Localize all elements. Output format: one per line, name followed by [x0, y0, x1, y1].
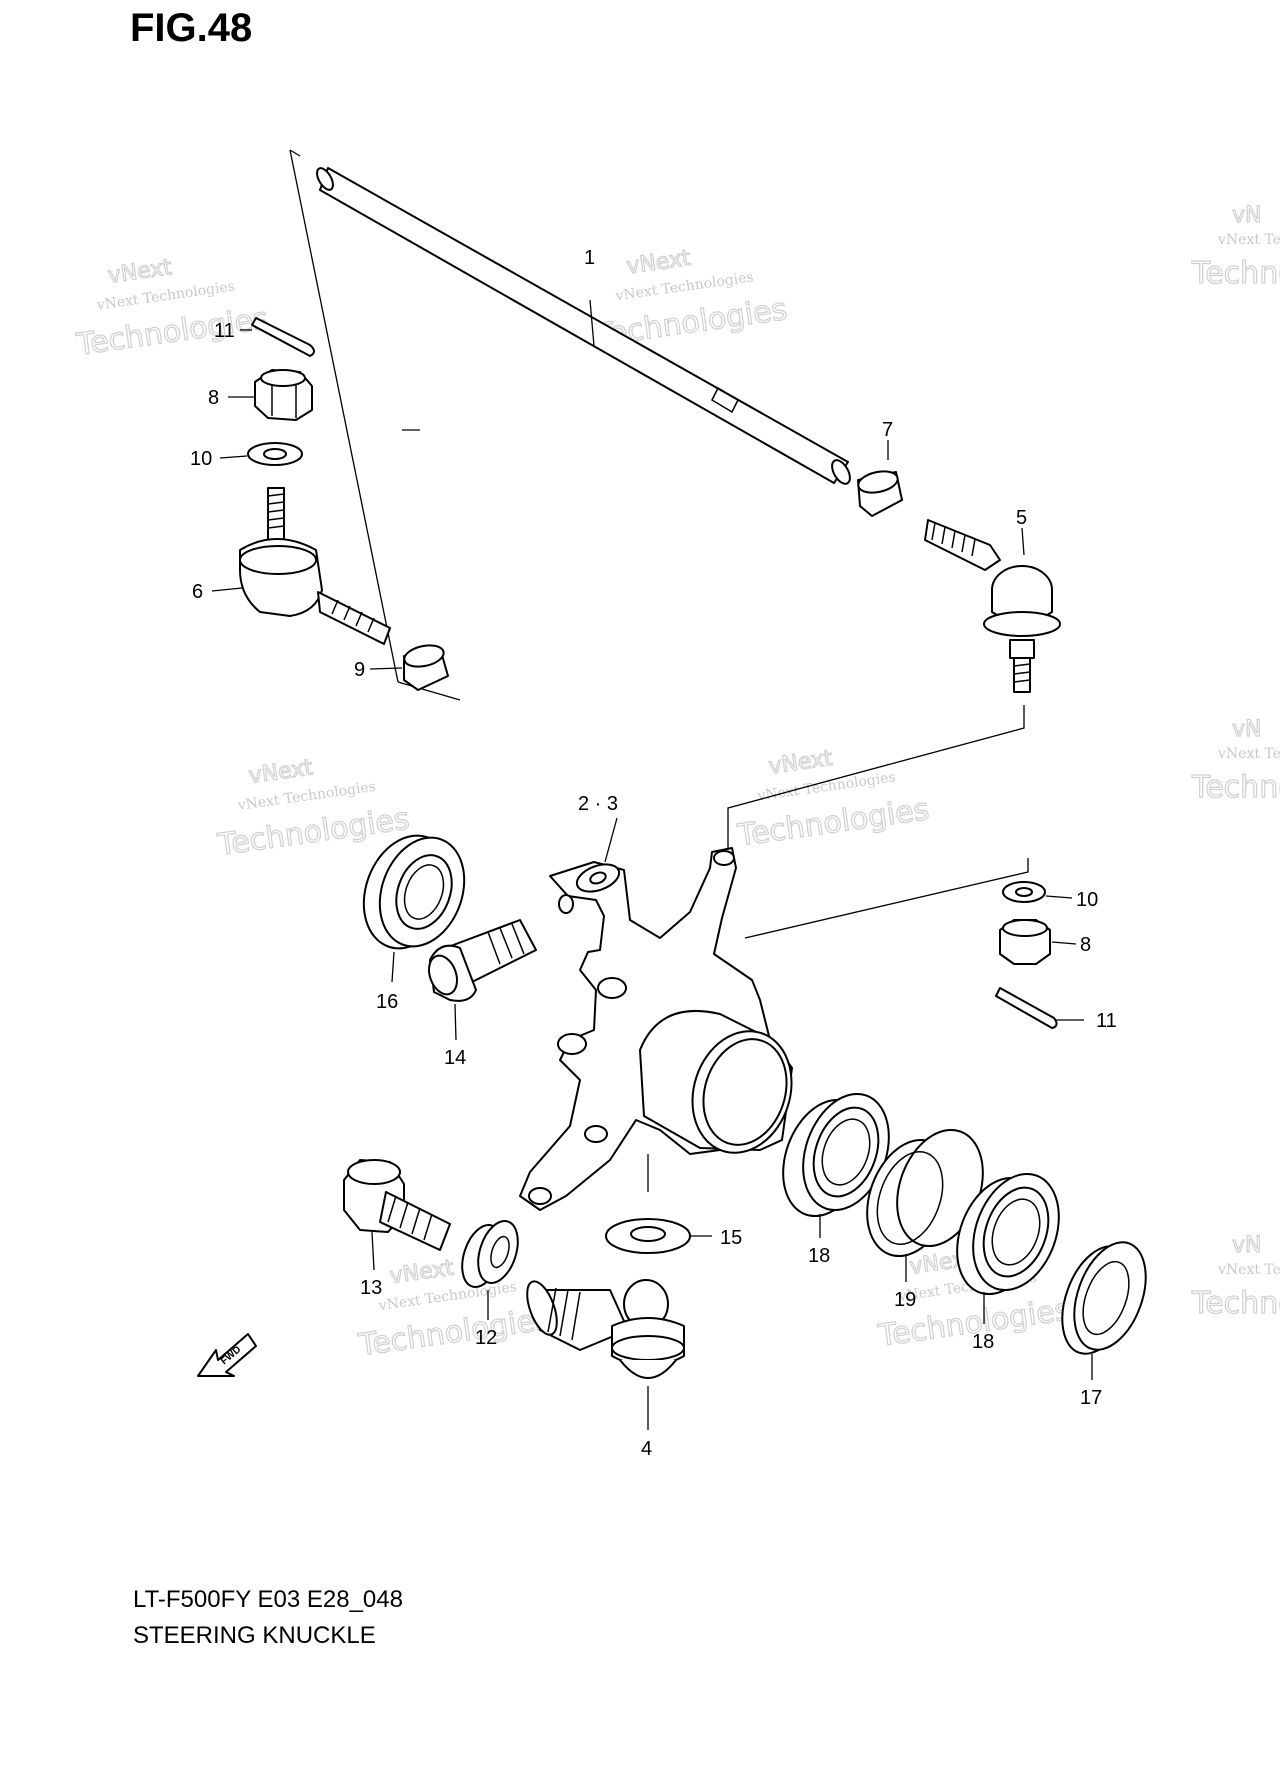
- svg-text:vN: vN: [1232, 1233, 1261, 1258]
- washer-15: [605, 1218, 691, 1254]
- callout-12: 12: [475, 1327, 497, 1349]
- callout-15: 15: [720, 1227, 742, 1249]
- callout-5: 5: [1016, 507, 1027, 529]
- callout-4: 4: [641, 1438, 652, 1460]
- watermark-low-left: vNext vNext Technologies Technologies: [355, 1255, 553, 1364]
- callout-2-3: 2 · 3: [578, 793, 618, 815]
- svg-text:vN: vN: [1232, 203, 1261, 228]
- svg-text:vNext: vNext: [247, 755, 314, 789]
- callout-10-left: 10: [190, 448, 212, 470]
- bearing-18-left: [782, 1092, 890, 1218]
- svg-text:vNext: vNext: [106, 255, 173, 289]
- washer-right: [1002, 881, 1046, 903]
- callout-18-right: 18: [972, 1331, 994, 1353]
- tie-rod: [316, 167, 851, 485]
- watermark-top-left: vNext vNext Technologies Technologies: [73, 254, 271, 363]
- callout-8-left: 8: [208, 387, 219, 409]
- callout-labels: 1 7 5 11 8 10 6 9 2 · 3 10 8 11 16 14 13…: [190, 247, 1117, 1460]
- forward-arrow-icon: FWD: [197, 1333, 257, 1377]
- watermark-mid-left: vNext vNext Technologies Technologies: [214, 755, 412, 864]
- svg-text:vN: vN: [1232, 717, 1261, 742]
- figure-title: FIG.48: [130, 6, 253, 50]
- cotter-pin-right: [995, 987, 1058, 1029]
- leader-lines: [211, 299, 1093, 1430]
- callout-11-right: 11: [1096, 1010, 1117, 1032]
- callout-11-left: 11: [214, 320, 235, 342]
- callout-16: 16: [376, 991, 398, 1013]
- callout-17: 17: [1080, 1387, 1102, 1409]
- castle-nut-right: [999, 919, 1051, 965]
- callout-1: 1: [584, 247, 595, 269]
- bearing-18-right: [956, 1172, 1060, 1296]
- svg-text:vNext Technologies: vNext Technologies: [1217, 232, 1280, 248]
- washer-left: [247, 442, 303, 466]
- callout-9: 9: [354, 659, 365, 681]
- svg-text:Technologies: Technologies: [1191, 770, 1280, 805]
- model-code: LT-F500FY E03 E28_048: [133, 1586, 403, 1613]
- oil-seal-17: [1061, 1241, 1147, 1355]
- svg-text:vNext Technologies: vNext Technologies: [1217, 1262, 1280, 1278]
- callout-19: 19: [894, 1289, 916, 1311]
- callout-13: 13: [360, 1277, 382, 1299]
- callout-18-left: 18: [808, 1245, 830, 1267]
- callout-6: 6: [192, 581, 203, 603]
- spacer-12: [461, 1220, 519, 1288]
- oil-seal-16: [362, 834, 466, 950]
- callout-14: 14: [444, 1047, 466, 1069]
- svg-text:Technologies: Technologies: [1191, 256, 1280, 291]
- diagram-name: STEERING KNUCKLE: [133, 1622, 376, 1649]
- lock-nut-7: [857, 470, 903, 517]
- tie-rod-end-right: [924, 519, 1061, 693]
- assembly-guide-lines: [289, 149, 1029, 1320]
- callout-10-right: 10: [1076, 889, 1098, 911]
- cotter-pin-left: [251, 317, 315, 357]
- callout-8-right: 8: [1080, 934, 1091, 956]
- steering-knuckle: [519, 847, 793, 1211]
- svg-text:vNext Technologies: vNext Technologies: [1217, 746, 1280, 762]
- svg-text:Technologies: Technologies: [1191, 1286, 1280, 1321]
- bolt-14: [427, 919, 537, 1002]
- svg-text:vNext: vNext: [625, 246, 692, 280]
- watermark-mid-center: vNext vNext Technologies Technologies: [734, 745, 932, 854]
- watermark-group: vNext vNext Technologies Technologies vN…: [73, 245, 1073, 1364]
- svg-text:vNext: vNext: [388, 1256, 455, 1290]
- castle-nut-left: [254, 369, 313, 421]
- bolt-13: [343, 1159, 451, 1251]
- callout-7: 7: [882, 419, 893, 441]
- ball-joint-4: [526, 1279, 685, 1379]
- tie-rod-end-left: [239, 487, 391, 645]
- watermark-right-edge: vN vNext Technologies Technologies vN vN…: [1190, 202, 1280, 1321]
- svg-text:vNext: vNext: [767, 746, 834, 780]
- lock-nut-9: [403, 644, 449, 691]
